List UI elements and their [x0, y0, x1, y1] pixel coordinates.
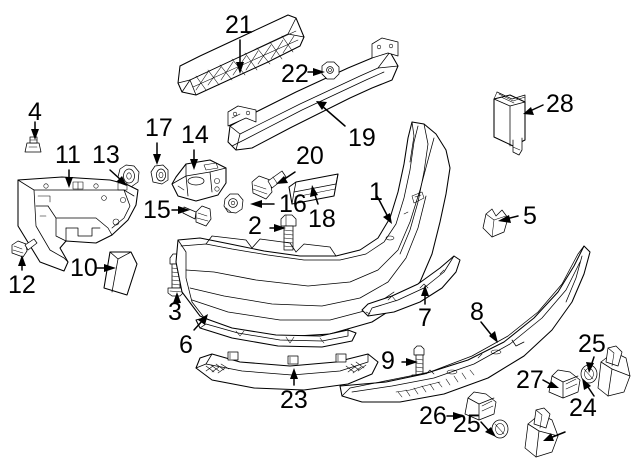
- part-2-hex-bolt: [280, 214, 297, 251]
- callout-label-23: 23: [280, 386, 308, 414]
- part-21-energy-absorber: [177, 14, 305, 96]
- callout-label-8: 8: [470, 298, 484, 326]
- part-6-lower-molding: [195, 317, 357, 348]
- callout-label-19: 19: [348, 124, 376, 152]
- callout-label-27: 27: [516, 366, 544, 394]
- callout-label-5: 5: [523, 202, 537, 230]
- part-5-side-retainer: [482, 208, 509, 238]
- callout-label-25-upper: 25: [578, 330, 606, 358]
- part-22-absorber-nut: [321, 61, 340, 80]
- callout-label-1: 1: [369, 178, 383, 206]
- part-11-bumper-bracket: [17, 176, 139, 272]
- part-24-park-sensor-right: [597, 345, 631, 397]
- callout-label-11: 11: [55, 141, 81, 169]
- callout-label-28: 28: [546, 90, 574, 118]
- callout-label-9: 9: [381, 347, 395, 375]
- part-10-side-filler: [103, 251, 138, 296]
- part-17-plug: [150, 164, 169, 185]
- callout-label-2: 2: [248, 212, 262, 240]
- callout-label-3: 3: [168, 298, 182, 326]
- callout-label-21: 21: [225, 11, 253, 39]
- callout-label-17: 17: [145, 114, 173, 142]
- callout-label-18: 18: [308, 205, 336, 233]
- callout-label-16: 16: [279, 190, 307, 218]
- callout-label-13: 13: [92, 141, 120, 169]
- part-15-flange-screw: [182, 205, 212, 227]
- part-19-reinforcement-beam: [227, 37, 399, 151]
- part-24-park-sensor-bottom: [524, 407, 559, 458]
- part-12-bracket-screw: [11, 238, 38, 258]
- callout-label-4: 4: [28, 98, 42, 126]
- part-7-side-molding: [361, 255, 461, 317]
- part-26-sensor-holder: [464, 391, 497, 421]
- callout-label-24-right: 24: [569, 394, 597, 422]
- callout-label-6: 6: [179, 331, 193, 359]
- part-8-lower-valance: [339, 245, 591, 403]
- part-4-push-clip: [24, 136, 42, 153]
- callout-label-26: 26: [419, 402, 447, 430]
- callout-label-25-lower: 25: [453, 410, 481, 438]
- callout-label-10: 10: [70, 254, 98, 282]
- callout-label-12: 12: [8, 271, 36, 299]
- part-20-beam-bolt: [251, 170, 287, 200]
- part-25a-sensor-ring: [580, 364, 598, 384]
- callout-leaders: [18, 39, 595, 441]
- callout-label-7: 7: [418, 304, 432, 332]
- part-14-guide-bracket: [171, 159, 227, 202]
- callout-label-15: 15: [143, 196, 171, 224]
- part-27-sensor-holder: [548, 369, 581, 399]
- callout-label-20: 20: [296, 142, 324, 170]
- part-28-control-module: [493, 91, 526, 156]
- callout-label-22: 22: [281, 60, 309, 88]
- callout-label-14: 14: [181, 121, 209, 149]
- part-23-reflector-strip: [195, 351, 379, 391]
- part-16-flange-nut: [223, 193, 244, 214]
